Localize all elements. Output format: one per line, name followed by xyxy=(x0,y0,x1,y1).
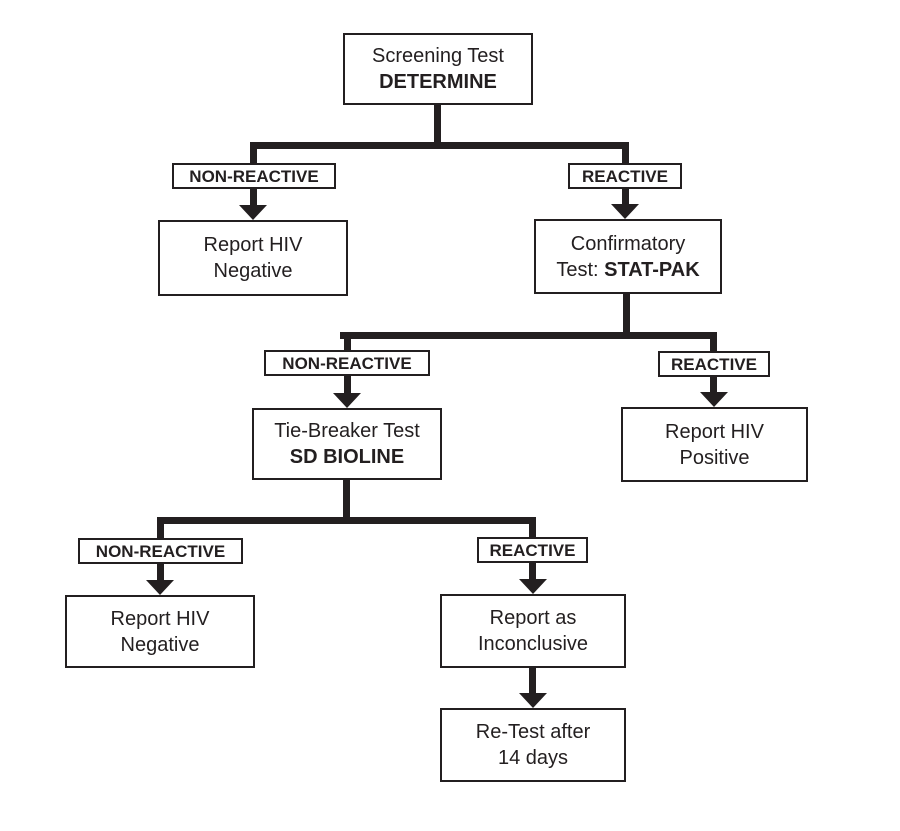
node-screening-test-determine: Screening Test DETERMINE xyxy=(343,33,533,105)
branch-label-text: REACTIVE xyxy=(489,540,576,560)
node-tie-breaker-sd-bioline: Tie-Breaker Test SD BIOLINE xyxy=(252,408,442,480)
node-text-line1: Report HIV xyxy=(203,234,303,256)
branch-label-text: NON-REACTIVE xyxy=(189,166,319,186)
connector-tiebreaker-stem xyxy=(343,480,350,524)
down-arrow-tier2-right xyxy=(700,392,728,407)
branch-label-tier1-reactive: REACTIVE xyxy=(568,163,682,189)
down-arrow-tier3-left xyxy=(146,580,174,595)
branch-label-text: REACTIVE xyxy=(582,166,668,186)
down-arrow-tier1-right xyxy=(611,204,639,219)
branch-label-tier2-non-reactive: NON-REACTIVE xyxy=(264,350,430,376)
node-retest-after-14-days: Re-Test after 14 days xyxy=(440,708,626,782)
node-text-line2: DETERMINE xyxy=(379,71,497,93)
connector-branch-tier2 xyxy=(340,332,717,339)
down-arrow-tier2-left xyxy=(333,393,361,408)
node-text-line1: Confirmatory xyxy=(570,232,686,255)
node-text-line2: Negative xyxy=(120,633,200,656)
node-text-line1: Report HIV xyxy=(665,420,764,443)
connector-branch-tier1 xyxy=(250,142,629,149)
node-text-line1: Tie-Breaker Test xyxy=(274,420,420,442)
node-text-line2: Negative xyxy=(213,260,293,282)
branch-label-tier2-reactive: REACTIVE xyxy=(658,351,770,377)
branch-label-text: NON-REACTIVE xyxy=(282,353,412,373)
node-text-line2: 14 days xyxy=(497,747,569,769)
node-text-line1: Report as xyxy=(489,607,577,629)
node-text-line1: Re-Test after xyxy=(475,721,591,743)
node-text-line2-bold: STAT-PAK xyxy=(604,258,700,281)
connector-branch-tier3 xyxy=(157,517,536,524)
node-confirmatory-stat-pak: Confirmatory Test: STAT-PAK xyxy=(534,219,722,294)
branch-label-tier1-non-reactive: NON-REACTIVE xyxy=(172,163,336,189)
branch-label-tier3-non-reactive: NON-REACTIVE xyxy=(78,538,243,564)
node-text-line1: Screening Test xyxy=(372,45,504,67)
node-text-line2: SD BIOLINE xyxy=(289,446,405,468)
connector-confirmatory-stem xyxy=(623,293,630,339)
down-arrow-tier1-left xyxy=(239,205,267,220)
node-report-as-inconclusive: Report as Inconclusive xyxy=(440,594,626,668)
branch-label-text: REACTIVE xyxy=(671,354,757,374)
node-text-line2: Test: STAT-PAK xyxy=(556,257,699,283)
node-report-hiv-negative-2: Report HIV Negative xyxy=(65,595,255,668)
node-text-line1: Report HIV xyxy=(110,607,210,630)
down-arrow-retest xyxy=(519,693,547,708)
node-report-hiv-negative-1: Report HIV Negative xyxy=(158,220,348,296)
node-report-hiv-positive: Report HIV Positive xyxy=(621,407,808,482)
branch-label-text: NON-REACTIVE xyxy=(95,541,226,561)
node-text-line2-prefix: Test: xyxy=(556,258,605,281)
branch-label-tier3-reactive: REACTIVE xyxy=(477,537,588,563)
node-text-line2: Positive xyxy=(679,446,750,469)
node-text-line2: Inconclusive xyxy=(477,633,589,655)
down-arrow-tier3-right xyxy=(519,579,547,594)
connector-inconclusive-stem xyxy=(529,668,536,694)
connector-screening-stem xyxy=(434,105,441,149)
